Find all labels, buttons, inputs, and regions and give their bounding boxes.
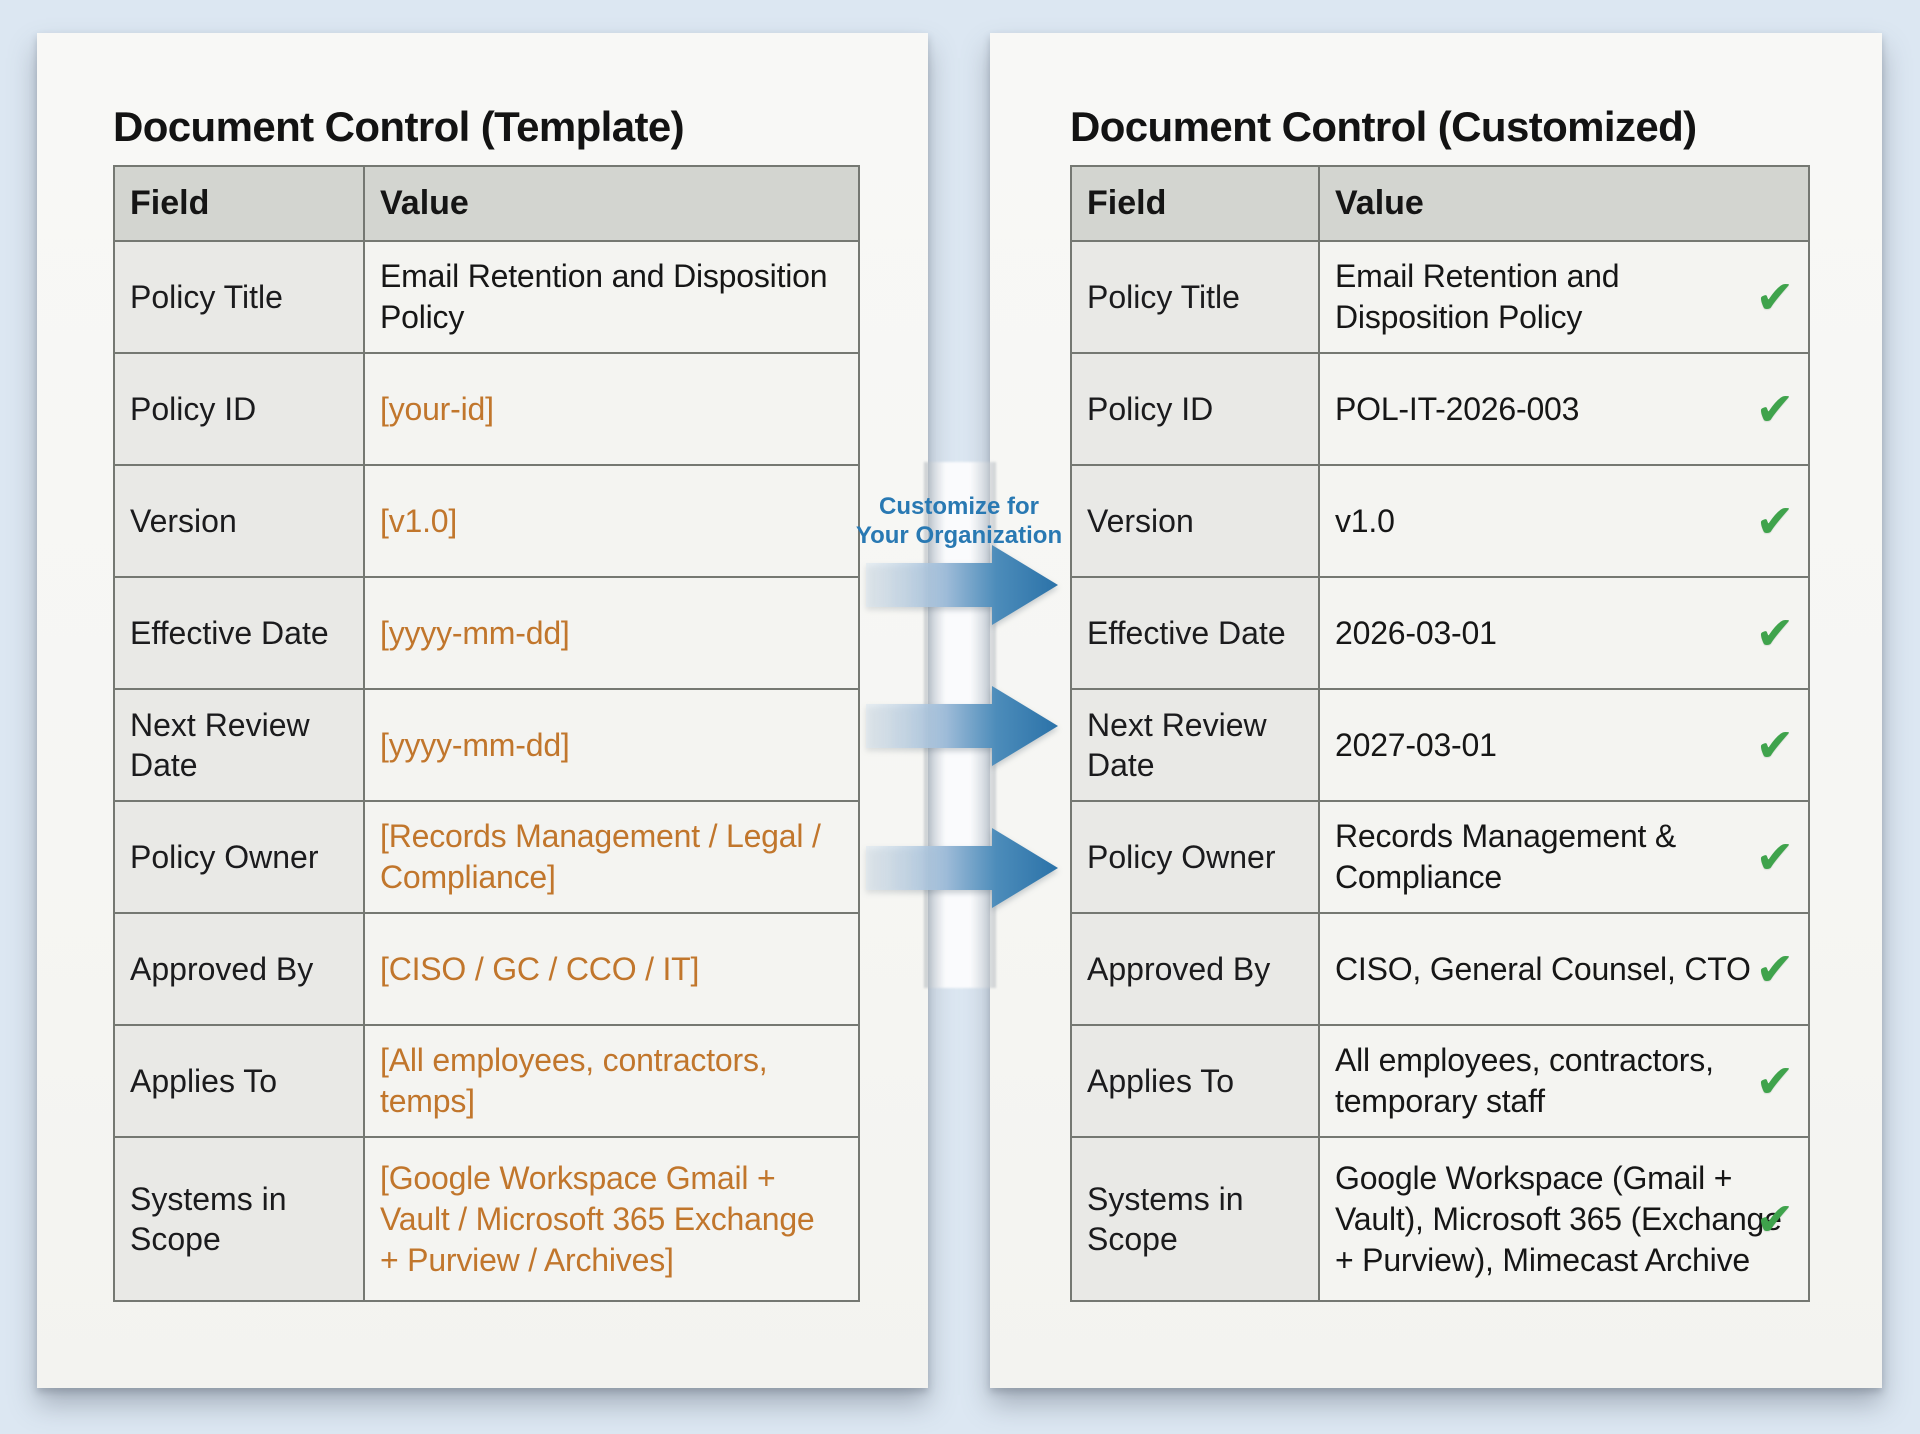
- field-cell: Policy Owner: [113, 800, 365, 914]
- value-text: Email Retention and Disposition Policy: [380, 258, 828, 335]
- value-text: Records Management & Compliance: [1335, 818, 1677, 895]
- customized-table-row: Next Review Date 2027-03-01 ✔: [1070, 688, 1810, 802]
- value-text: CISO, General Counsel, CTO: [1335, 950, 1751, 987]
- value-text: [Google Workspace Gmail + Vault / Micros…: [380, 1159, 815, 1278]
- value-text: POL-IT-2026-003: [1335, 390, 1580, 427]
- field-cell: Approved By: [113, 912, 365, 1026]
- right-arrow-icon: [866, 686, 1058, 766]
- value-column-header: Value: [1318, 165, 1810, 242]
- customized-table-row: Policy ID POL-IT-2026-003 ✔: [1070, 352, 1810, 466]
- value-text: 2027-03-01: [1335, 726, 1497, 763]
- field-cell: Policy ID: [113, 352, 365, 466]
- check-icon: ✔: [1755, 718, 1795, 772]
- customized-page: Document Control (Customized) Field Valu…: [990, 33, 1882, 1388]
- field-cell: Systems in Scope: [1070, 1136, 1320, 1302]
- template-table-row: Version [v1.0]: [113, 464, 860, 578]
- customized-table-row: Version v1.0 ✔: [1070, 464, 1810, 578]
- check-icon: ✔: [1755, 382, 1795, 436]
- customize-annotation: Customize for Your Organization: [856, 492, 1062, 550]
- field-column-header: Field: [113, 165, 365, 242]
- field-cell: Version: [1070, 464, 1320, 578]
- right-arrow-icon: [866, 828, 1058, 908]
- field-cell: Effective Date: [113, 576, 365, 690]
- value-cell: 2026-03-01 ✔: [1318, 576, 1810, 690]
- field-cell: Policy Owner: [1070, 800, 1320, 914]
- value-cell-placeholder: [yyyy-mm-dd]: [363, 688, 860, 802]
- check-icon: ✔: [1755, 942, 1795, 996]
- field-column-header: Field: [1070, 165, 1320, 242]
- right-arrow-icon: [866, 545, 1058, 625]
- field-cell: Policy Title: [113, 240, 365, 354]
- value-cell: POL-IT-2026-003 ✔: [1318, 352, 1810, 466]
- value-text: [yyyy-mm-dd]: [380, 614, 570, 651]
- template-table-row: Next Review Date [yyyy-mm-dd]: [113, 688, 860, 802]
- check-icon: ✔: [1755, 1054, 1795, 1108]
- value-cell-placeholder: [CISO / GC / CCO / IT]: [363, 912, 860, 1026]
- template-table-row: Applies To[All employees, contractors, t…: [113, 1024, 860, 1138]
- field-cell: Next Review Date: [113, 688, 365, 802]
- value-text: [your-id]: [380, 390, 494, 427]
- value-cell: Email Retention and Disposition Policy ✔: [1318, 240, 1810, 354]
- field-cell: Policy ID: [1070, 352, 1320, 466]
- field-cell: Applies To: [1070, 1024, 1320, 1138]
- value-cell: v1.0 ✔: [1318, 464, 1810, 578]
- customized-table-header-row: Field Value: [1070, 165, 1810, 242]
- value-cell: Records Management & Compliance ✔: [1318, 800, 1810, 914]
- field-cell: Effective Date: [1070, 576, 1320, 690]
- check-icon: ✔: [1755, 270, 1795, 324]
- template-table-header-row: Field Value: [113, 165, 860, 242]
- value-text: [All employees, contractors, temps]: [380, 1042, 768, 1119]
- check-icon: ✔: [1755, 1192, 1795, 1246]
- template-table-row: Approved By [CISO / GC / CCO / IT]: [113, 912, 860, 1026]
- value-cell-placeholder: [Google Workspace Gmail + Vault / Micros…: [363, 1136, 860, 1302]
- field-cell: Systems in Scope: [113, 1136, 365, 1302]
- value-text: [v1.0]: [380, 502, 458, 539]
- customized-table-row: Effective Date 2026-03-01 ✔: [1070, 576, 1810, 690]
- value-cell: CISO, General Counsel, CTO✔: [1318, 912, 1810, 1026]
- value-text: Email Retention and Disposition Policy: [1335, 258, 1620, 335]
- value-text: 2026-03-01: [1335, 614, 1497, 651]
- value-cell-placeholder: [v1.0]: [363, 464, 860, 578]
- value-cell: All employees, contractors, temporary st…: [1318, 1024, 1810, 1138]
- template-page: Document Control (Template) Field Value …: [37, 33, 928, 1388]
- check-icon: ✔: [1755, 606, 1795, 660]
- value-cell-placeholder: [your-id]: [363, 352, 860, 466]
- value-text: [Records Management / Legal / Compliance…: [380, 818, 821, 895]
- field-cell: Approved By: [1070, 912, 1320, 1026]
- field-cell: Policy Title: [1070, 240, 1320, 354]
- value-cell: Google Workspace (Gmail + Vault), Micros…: [1318, 1136, 1810, 1302]
- value-text: [yyyy-mm-dd]: [380, 726, 570, 763]
- check-icon: ✔: [1755, 494, 1795, 548]
- field-cell: Next Review Date: [1070, 688, 1320, 802]
- template-table-row: Systems in Scope[Google Workspace Gmail …: [113, 1136, 860, 1302]
- value-text: [CISO / GC / CCO / IT]: [380, 950, 700, 987]
- value-text: All employees, contractors, temporary st…: [1335, 1042, 1714, 1119]
- value-cell-placeholder: [Records Management / Legal / Compliance…: [363, 800, 860, 914]
- field-cell: Applies To: [113, 1024, 365, 1138]
- value-text: Google Workspace (Gmail + Vault), Micros…: [1335, 1159, 1782, 1278]
- value-cell: 2027-03-01 ✔: [1318, 688, 1810, 802]
- field-cell: Version: [113, 464, 365, 578]
- template-table-row: Effective Date [yyyy-mm-dd]: [113, 576, 860, 690]
- value-cell-placeholder: [All employees, contractors, temps]: [363, 1024, 860, 1138]
- template-page-title: Document Control (Template): [113, 103, 685, 150]
- check-icon: ✔: [1755, 830, 1795, 884]
- customize-annotation-line2: Your Organization: [855, 522, 1063, 549]
- customized-page-title: Document Control (Customized): [1070, 103, 1697, 150]
- value-cell-placeholder: [yyyy-mm-dd]: [363, 576, 860, 690]
- value-column-header: Value: [363, 165, 860, 242]
- value-text: v1.0: [1335, 502, 1395, 539]
- customize-annotation-line1: Customize for: [878, 493, 1040, 520]
- value-cell: Email Retention and Disposition Policy: [363, 240, 860, 354]
- template-table-row: Policy Owner[Records Management / Legal …: [113, 800, 860, 914]
- template-table-row: Policy ID [your-id]: [113, 352, 860, 466]
